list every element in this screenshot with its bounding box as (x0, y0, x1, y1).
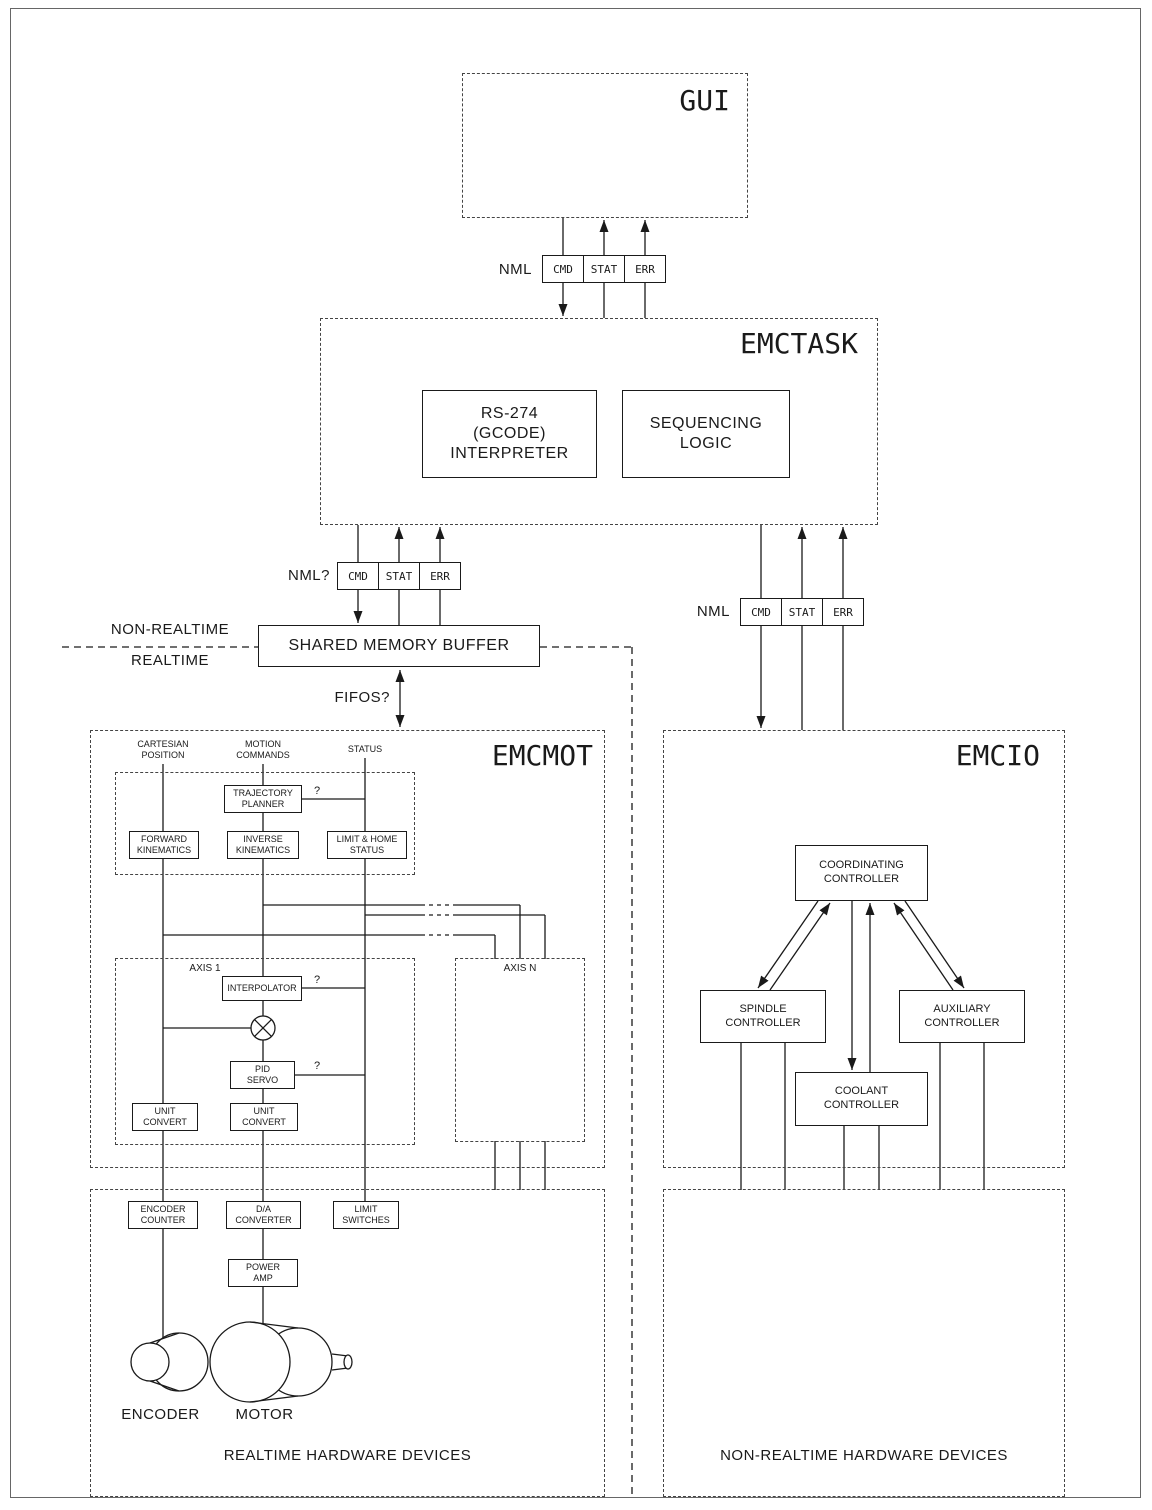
motor-label: MOTOR (235, 1406, 294, 1423)
interpolator-question-mark: ? (313, 974, 321, 986)
pid-question-mark: ? (313, 1060, 321, 1072)
sequencing-logic-box: SEQUENCING LOGIC (622, 390, 790, 478)
gcode-interpreter-box: RS-274 (GCODE) INTERPRETER (422, 390, 597, 478)
axis1-label: AXIS 1 (189, 963, 221, 974)
shared-memory-buffer-box: SHARED MEMORY BUFFER (258, 625, 540, 667)
summing-junction-icon (250, 1015, 276, 1041)
axisn-box (455, 958, 585, 1142)
nml-gui-err-box: ERR (624, 255, 666, 283)
kinematics-section-box (115, 772, 415, 875)
nml-emcmot-stat-box: STAT (378, 562, 420, 590)
unit-convert-position-box: UNIT CONVERT (132, 1103, 198, 1131)
nml-emcio-err-box: ERR (822, 598, 864, 626)
page-border (10, 8, 1141, 1498)
nml-gui-label: NML (498, 261, 532, 278)
realtime-hardware-title: REALTIME HARDWARE DEVICES (223, 1447, 472, 1464)
nml-emcmot-label: NML? (287, 567, 330, 584)
coolant-controller-box: COOLANT CONTROLLER (795, 1072, 928, 1126)
interpolator-box: INTERPOLATOR (222, 976, 302, 1001)
column-label-status: STATUS (347, 744, 383, 754)
emcio-box (663, 730, 1065, 1168)
unit-convert-output-box: UNIT CONVERT (230, 1103, 298, 1131)
nml-gui-stat-box: STAT (583, 255, 625, 283)
axis1-box (115, 958, 415, 1145)
encoder-label: ENCODER (121, 1406, 200, 1423)
inverse-kinematics-box: INVERSE KINEMATICS (227, 831, 299, 859)
nonrealtime-hardware-title: NON-REALTIME HARDWARE DEVICES (720, 1447, 1008, 1464)
realtime-hardware-box (90, 1189, 605, 1497)
emcmot-box (90, 730, 605, 1168)
realtime-label: REALTIME (131, 652, 209, 669)
nml-emcio-label: NML (696, 603, 730, 620)
pid-servo-box: PID SERVO (230, 1061, 295, 1089)
motor-icon (209, 1321, 353, 1403)
gui-box (462, 73, 748, 218)
da-converter-box: D/A CONVERTER (226, 1201, 301, 1229)
axisn-label: AXIS N (503, 963, 537, 974)
emcio-title: EMCIO (955, 739, 1040, 772)
nonrealtime-hardware-box (663, 1189, 1065, 1497)
nml-emcmot-err-box: ERR (419, 562, 461, 590)
limit-home-status-box: LIMIT & HOME STATUS (327, 831, 407, 859)
limit-switches-box: LIMIT SWITCHES (333, 1201, 399, 1229)
emctask-title: EMCTASK (739, 327, 858, 360)
encoder-counter-box: ENCODER COUNTER (128, 1201, 198, 1229)
auxiliary-controller-box: AUXILIARY CONTROLLER (899, 990, 1025, 1043)
spindle-controller-box: SPINDLE CONTROLLER (700, 990, 826, 1043)
emctask-box (320, 318, 878, 525)
fifos-label: FIFOS? (334, 689, 390, 706)
nml-gui-cmd-box: CMD (542, 255, 584, 283)
forward-kinematics-box: FORWARD KINEMATICS (129, 831, 199, 859)
coordinating-controller-box: COORDINATING CONTROLLER (795, 845, 928, 901)
trajectory-planner-box: TRAJECTORY PLANNER (224, 785, 302, 813)
gui-title: GUI (679, 84, 730, 117)
emcmot-title: EMCMOT (491, 739, 593, 772)
column-label-motion-commands: MOTION COMMANDS (236, 739, 290, 760)
nml-emcio-cmd-box: CMD (740, 598, 782, 626)
column-label-cartesian-position: CARTESIAN POSITION (137, 739, 189, 760)
power-amp-box: POWER AMP (228, 1259, 298, 1287)
trajectory-question-mark: ? (313, 785, 321, 797)
nml-emcmot-cmd-box: CMD (337, 562, 379, 590)
non-realtime-label: NON-REALTIME (110, 621, 230, 638)
nml-emcio-stat-box: STAT (781, 598, 823, 626)
encoder-icon (130, 1332, 209, 1392)
